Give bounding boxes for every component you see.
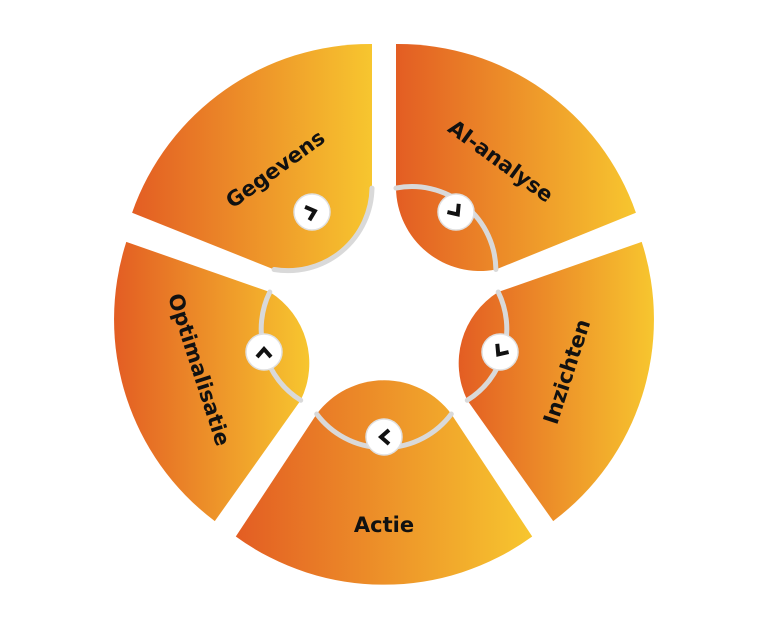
segment-gegevens-shape bbox=[132, 43, 372, 271]
chevron-icon bbox=[495, 343, 510, 357]
chevron-icon bbox=[304, 205, 318, 222]
chevron-node-inzichten bbox=[481, 333, 519, 371]
chevron-node-actie bbox=[365, 418, 403, 456]
chevron-node-optimalisatie bbox=[245, 333, 283, 371]
connector-gegevens bbox=[271, 185, 375, 274]
segment-gegevens: Gegevens bbox=[132, 43, 375, 274]
chevron-icon bbox=[255, 345, 273, 359]
chevron-node-gegevens bbox=[293, 193, 331, 231]
segment-label-actie: Actie bbox=[354, 513, 414, 537]
segment-ai-analyse: AI-analyse bbox=[393, 43, 636, 272]
segment-optimalisatie: Optimalisatie bbox=[114, 241, 310, 522]
segment-actie: Actie bbox=[235, 380, 533, 585]
chevron-icon bbox=[377, 428, 391, 446]
segment-inzichten: Inzichten bbox=[458, 241, 654, 522]
chevron-node-ai-analyse bbox=[437, 193, 475, 231]
segment-actie-shape bbox=[235, 380, 533, 585]
chevron-icon bbox=[446, 203, 461, 217]
